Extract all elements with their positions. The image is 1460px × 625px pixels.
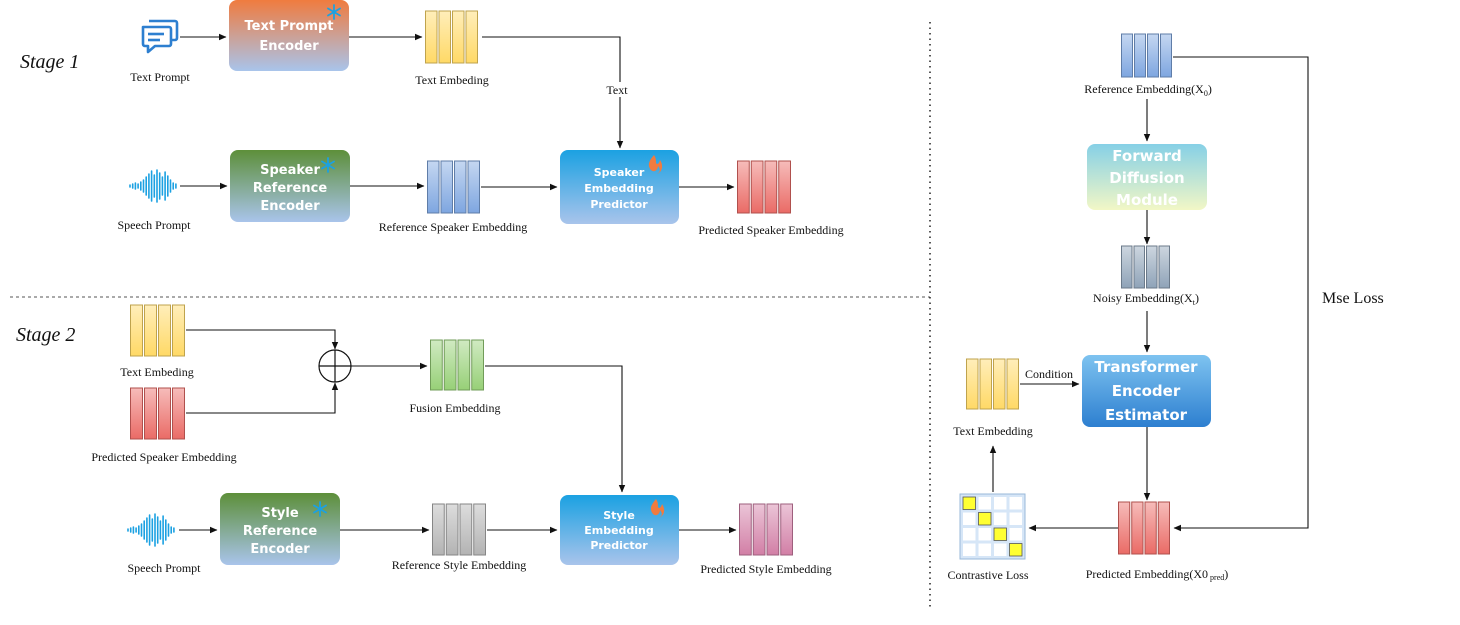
speech-prompt-label-2: Speech Prompt (128, 561, 202, 575)
svg-text:Diffusion: Diffusion (1109, 169, 1184, 187)
text-embedding-block (130, 304, 185, 357)
predicted-speaker-embedding-block (130, 387, 185, 440)
svg-text:Module: Module (1116, 191, 1178, 209)
predicted-embedding-label: Predicted Embedding(X0 pred) (1086, 567, 1229, 582)
text-prompt-encoder: Text Prompt Encoder (229, 0, 349, 71)
svg-text:Embedding: Embedding (584, 182, 654, 195)
svg-text:Speaker: Speaker (594, 166, 645, 179)
flame-icon (648, 155, 663, 174)
reference-embedding-label: Reference Embedding(X0) (1084, 82, 1212, 98)
predicted-speaker-embedding-block (737, 160, 791, 214)
style-embedding-predictor: Style Embedding Predictor (560, 495, 679, 565)
fusion-embedding-block (430, 339, 484, 391)
svg-text:Forward: Forward (1112, 147, 1181, 165)
forward-diffusion-module: Forward Diffusion Module (1087, 144, 1207, 210)
svg-text:Encoder: Encoder (1112, 382, 1181, 400)
arrow (186, 382, 339, 414)
text-embedding-block (425, 10, 478, 64)
predicted-style-embedding-block (739, 503, 793, 556)
reference-style-embedding-label: Reference Style Embedding (392, 558, 527, 572)
predicted-speaker-embedding-label-2: Predicted Speaker Embedding (91, 450, 236, 464)
predicted-embedding-block (1118, 501, 1170, 555)
speaker-reference-encoder: Speaker Reference Encoder (230, 150, 350, 222)
svg-text:Style: Style (261, 506, 299, 521)
svg-text:Encoder: Encoder (260, 199, 320, 214)
svg-text:Transformer: Transformer (1094, 358, 1198, 376)
svg-text:Reference: Reference (253, 181, 327, 196)
stage2-title: Stage 2 (16, 324, 75, 346)
reference-style-embedding-block (432, 503, 486, 556)
snowflake-icon (313, 501, 327, 517)
svg-text:Style: Style (603, 509, 635, 522)
speaker-embedding-predictor: Speaker Embedding Predictor (560, 150, 679, 224)
condition-label: Condition (1025, 367, 1073, 381)
text-prompt-label: Text Prompt (130, 70, 190, 84)
svg-text:Encoder: Encoder (250, 542, 310, 557)
predicted-speaker-embedding-label: Predicted Speaker Embedding (698, 223, 843, 237)
reference-speaker-embedding-block (427, 160, 480, 214)
mse-loss-label: Mse Loss (1322, 290, 1384, 307)
svg-text:Speaker: Speaker (260, 163, 320, 178)
svg-text:Embedding: Embedding (584, 524, 654, 537)
contrastive-loss-label: Contrastive Loss (948, 568, 1029, 582)
mse-loss-arrow (1173, 56, 1309, 532)
chat-icon (141, 19, 179, 54)
arrow (482, 36, 624, 149)
text-embedding-condition-label: Text Embedding (953, 424, 1032, 438)
contrastive-matrix-icon (959, 493, 1026, 560)
svg-text:Text Prompt: Text Prompt (244, 19, 333, 34)
arrow (186, 329, 339, 350)
speech-prompt-label: Speech Prompt (118, 218, 192, 232)
style-reference-encoder: Style Reference Encoder (220, 493, 340, 565)
reference-embedding-block (1121, 33, 1172, 78)
waveform-icon (127, 513, 175, 547)
arrow (485, 365, 626, 493)
transformer-encoder-estimator: Transformer Encoder Estimator (1082, 355, 1211, 427)
reference-speaker-embedding-label: Reference Speaker Embedding (379, 220, 528, 234)
svg-text:Reference: Reference (243, 524, 317, 539)
text-embedding-label-2: Text Embeding (120, 365, 193, 379)
svg-text:Encoder: Encoder (259, 39, 319, 54)
noisy-embedding-block (1121, 245, 1170, 289)
svg-text:Predictor: Predictor (590, 198, 648, 211)
flame-icon (650, 499, 665, 518)
text-embedding-label: Text Embeding (415, 73, 488, 87)
svg-text:Estimator: Estimator (1105, 406, 1188, 424)
fusion-embedding-label: Fusion Embedding (409, 401, 500, 415)
text-arrow-label: Text (606, 83, 628, 97)
text-embedding-condition-block (966, 358, 1019, 410)
predicted-style-embedding-label: Predicted Style Embedding (700, 562, 831, 576)
noisy-embedding-label: Noisy Embedding(Xt) (1093, 291, 1199, 307)
stage1-title: Stage 1 (20, 51, 79, 73)
fusion-operator (318, 349, 352, 383)
svg-text:Predictor: Predictor (590, 539, 648, 552)
snowflake-icon (327, 4, 341, 20)
snowflake-icon (321, 157, 335, 173)
waveform-icon (129, 169, 177, 203)
